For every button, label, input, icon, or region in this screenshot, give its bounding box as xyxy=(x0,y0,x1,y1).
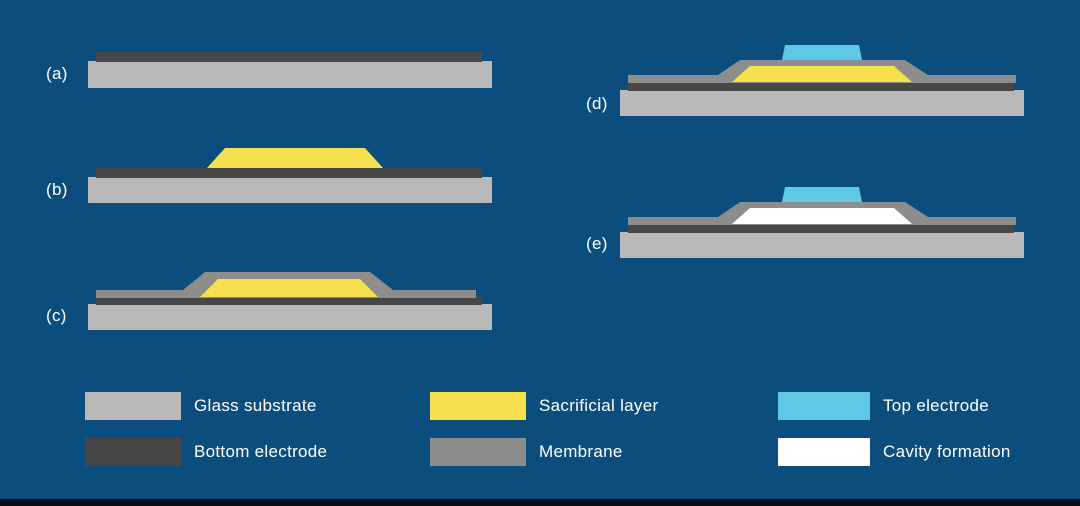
legend-label-glass-substrate: Glass substrate xyxy=(194,396,317,415)
legend-item-top-electrode: Top electrode xyxy=(778,392,989,420)
legend-label-top-electrode: Top electrode xyxy=(883,396,989,415)
step-a-label: (a) xyxy=(46,64,68,83)
glass-substrate-swatch xyxy=(85,392,181,420)
step-b-diagram xyxy=(88,148,492,203)
top-electrode-swatch xyxy=(778,392,870,420)
bottom-bar xyxy=(0,499,1080,506)
membrane-swatch-rect xyxy=(430,438,526,466)
bottom-electrode-swatch-rect xyxy=(85,438,181,466)
top-electrode-layer xyxy=(782,187,862,202)
legend-item-cavity-formation: Cavity formation xyxy=(778,438,1011,466)
bottom-electrode-layer xyxy=(96,296,482,305)
glass-substrate-swatch-rect xyxy=(85,392,181,420)
bottom-electrode-swatch xyxy=(85,438,181,466)
sacrificial-layer-swatch-rect xyxy=(430,392,526,420)
glass-substrate-layer xyxy=(88,304,492,330)
cavity-formation-swatch-rect xyxy=(778,438,870,466)
cavity-formation-swatch xyxy=(778,438,870,466)
sacrificial-layer xyxy=(207,148,383,168)
glass-substrate-layer xyxy=(620,232,1024,258)
glass-substrate-layer xyxy=(88,177,492,203)
step-b-label: (b) xyxy=(46,180,68,199)
top-electrode-layer xyxy=(782,45,862,60)
legend-item-membrane: Membrane xyxy=(430,438,623,466)
bottom-electrode-layer xyxy=(96,52,482,62)
sacrificial-layer-swatch xyxy=(430,392,526,420)
bottom-electrode-layer xyxy=(628,224,1014,233)
step-d-label: (d) xyxy=(586,94,608,113)
legend-item-glass-substrate: Glass substrate xyxy=(85,392,317,420)
bottom-electrode-layer xyxy=(96,168,482,178)
glass-substrate-layer xyxy=(620,90,1024,116)
cavity-region xyxy=(732,208,912,224)
step-e-diagram xyxy=(620,187,1024,258)
step-e-label: (e) xyxy=(586,234,608,253)
sacrificial-layer xyxy=(200,279,378,297)
step-a-diagram xyxy=(88,52,492,88)
step-c-label: (c) xyxy=(46,306,67,325)
legend-label-bottom-electrode: Bottom electrode xyxy=(194,442,328,461)
legend-label-cavity-formation: Cavity formation xyxy=(883,442,1011,461)
glass-substrate-layer xyxy=(88,61,492,88)
sacrificial-layer xyxy=(732,66,912,82)
legend-item-sacrificial-layer: Sacrificial layer xyxy=(430,392,658,420)
step-d-diagram xyxy=(620,45,1024,116)
legend-item-bottom-electrode: Bottom electrode xyxy=(85,438,327,466)
legend-label-membrane: Membrane xyxy=(539,442,623,461)
legend-label-sacrificial-layer: Sacrificial layer xyxy=(539,396,659,415)
step-c-diagram xyxy=(88,272,492,330)
bottom-electrode-layer xyxy=(628,82,1014,91)
membrane-swatch xyxy=(430,438,526,466)
top-electrode-swatch-rect xyxy=(778,392,870,420)
